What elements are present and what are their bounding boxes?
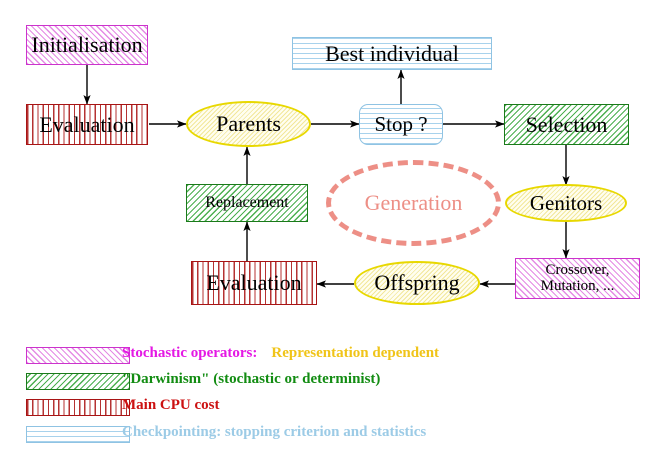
legend-label-representation-dependent: Representation dependent [271, 345, 440, 361]
legend-row-stochastic-operators: Stochastic operators: Representation depe… [122, 345, 439, 362]
legend-label-checkpointing: Checkpointing: stopping criterion and st… [122, 424, 427, 440]
node-genitors-label: Genitors [529, 190, 603, 215]
node-initialisation[interactable]: Initialisation [26, 25, 148, 65]
node-genitors[interactable]: Genitors [505, 184, 627, 222]
legend-swatch-darwinism [26, 373, 130, 390]
node-offspring[interactable]: Offspring [354, 261, 480, 305]
node-replacement[interactable]: Replacement [186, 184, 308, 222]
node-best-individual-label: Best individual [325, 40, 459, 66]
node-selection-label: Selection [525, 111, 608, 137]
node-evaluation-bottom[interactable]: Evaluation [191, 261, 317, 305]
legend-swatch-checkpointing [26, 426, 130, 443]
node-generation: Generation [326, 160, 501, 246]
node-replacement-label: Replacement [205, 193, 289, 211]
node-best-individual[interactable]: Best individual [292, 37, 492, 70]
node-crossover-mutation[interactable]: Crossover, Mutation, ... [515, 258, 640, 299]
node-parents-label: Parents [216, 111, 281, 137]
node-crossover-mutation-label: Crossover, Mutation, ... [540, 261, 615, 294]
legend-swatch-main-cpu-cost [26, 399, 130, 416]
node-generation-label: Generation [364, 190, 463, 215]
node-evaluation-bottom-label: Evaluation [206, 270, 302, 296]
node-parents[interactable]: Parents [186, 101, 311, 147]
legend-label-darwinism: "Darwinism" (stochastic or determinist) [122, 371, 381, 387]
node-initialisation-label: Initialisation [31, 32, 143, 58]
node-selection[interactable]: Selection [504, 104, 629, 145]
node-stop-label: Stop ? [374, 112, 428, 137]
node-evaluation-top-label: Evaluation [39, 111, 135, 137]
node-stop[interactable]: Stop ? [359, 104, 443, 145]
legend-label-stochastic-operators: Stochastic operators: [122, 345, 258, 361]
legend-label-main-cpu-cost: Main CPU cost [122, 397, 220, 413]
node-evaluation-top[interactable]: Evaluation [26, 104, 148, 145]
legend-swatch-stochastic-operators [26, 347, 130, 364]
node-offspring-label: Offspring [374, 270, 460, 296]
